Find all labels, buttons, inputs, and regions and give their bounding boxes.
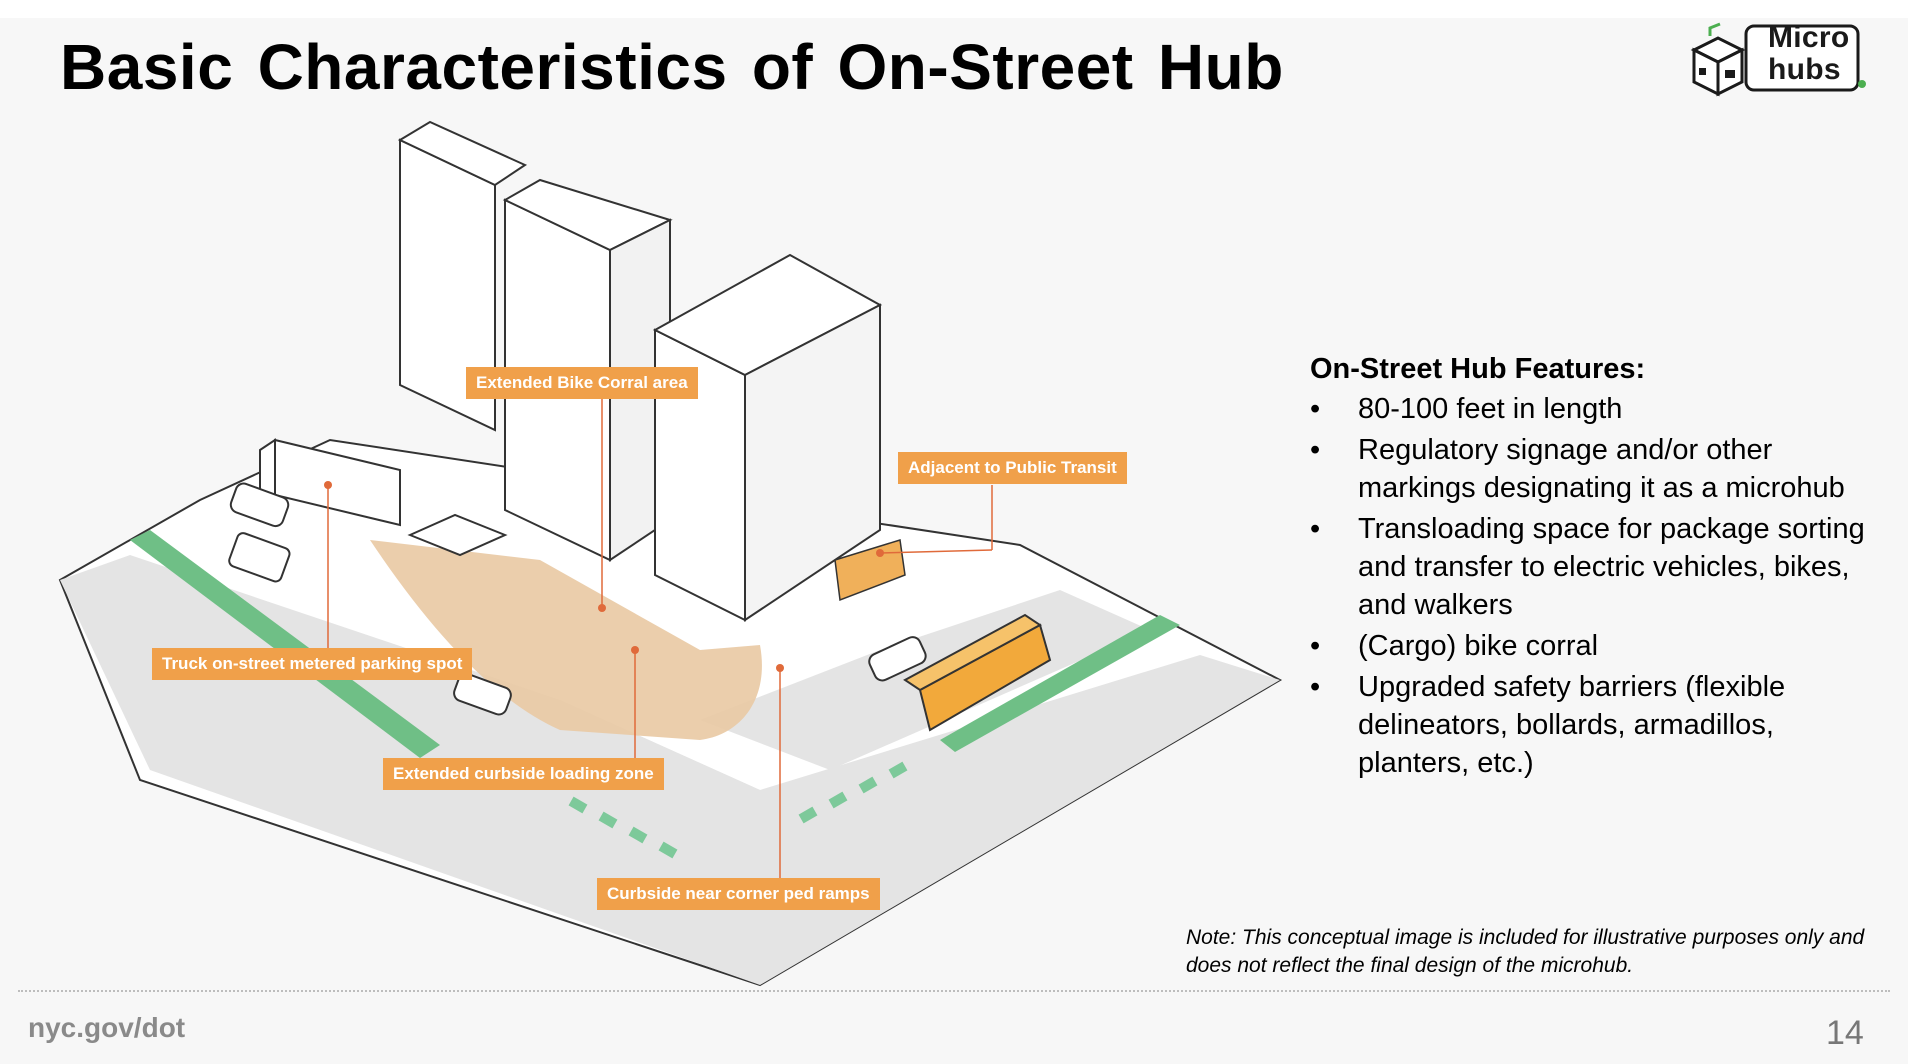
bullet: • <box>1310 671 1321 703</box>
feature-text: Upgraded safety barriers (flexible delin… <box>1358 671 1786 779</box>
feature-text: Regulatory signage and/or other markings… <box>1358 434 1845 504</box>
features-panel: On-Street Hub Features: • 80-100 feet in … <box>1310 350 1870 785</box>
truck <box>259 438 401 527</box>
callout-public-transit: Adjacent to Public Transit <box>898 452 1127 484</box>
street-hub-illustration <box>58 120 1283 987</box>
bike-lane-right <box>940 615 1180 752</box>
bus-shelter <box>834 539 906 602</box>
bullet: • <box>1310 434 1321 466</box>
feature-text: 80-100 feet in length <box>1358 393 1623 425</box>
feature-text: Transloading space for package sorting a… <box>1358 513 1865 621</box>
page-number: 14 <box>1826 1014 1864 1052</box>
list-item: • 80-100 feet in length <box>1310 390 1870 428</box>
bike-lane-left <box>130 530 440 758</box>
leader-lines <box>327 395 993 880</box>
list-item: • (Cargo) bike corral <box>1310 627 1870 665</box>
top-bar <box>0 0 1908 18</box>
callout-bike-corral: Extended Bike Corral area <box>466 367 698 399</box>
bus <box>903 613 1052 732</box>
bullet: • <box>1310 630 1321 662</box>
bullet: • <box>1310 393 1321 425</box>
leader-dots <box>324 481 884 672</box>
features-heading: On-Street Hub Features: <box>1310 353 1646 385</box>
features-list: • 80-100 feet in length • Regulatory signa… <box>1310 390 1870 782</box>
callout-loading-zone: Extended curbside loading zone <box>383 758 664 790</box>
list-item: • Transloading space for package sorting … <box>1310 510 1870 624</box>
callout-ped-ramps: Curbside near corner ped ramps <box>597 878 880 910</box>
crosswalk-green <box>568 761 908 859</box>
callout-truck-parking: Truck on-street metered parking spot <box>152 648 473 680</box>
disclaimer-note: Note: This conceptual image is included … <box>1186 926 1865 977</box>
cars <box>228 482 927 716</box>
footer-url[interactable]: nyc.gov/dot <box>28 1012 186 1043</box>
bullet: • <box>1310 513 1321 545</box>
page-title: Basic Characteristics of On-Street Hub <box>60 31 1284 103</box>
microhubs-logo-icon <box>1690 22 1866 97</box>
list-item: • Upgraded safety barriers (flexible deli… <box>1310 668 1870 782</box>
logo-line-2: hubs <box>1768 53 1841 86</box>
list-item: • Regulatory signage and/or other marking… <box>1310 431 1870 507</box>
footer-divider <box>18 990 1890 992</box>
logo-line-1: Micro <box>1768 21 1850 54</box>
hub-tent <box>407 513 508 557</box>
logo-text: Micro hubs <box>1768 22 1850 86</box>
hub-area <box>370 540 762 740</box>
feature-text: (Cargo) bike corral <box>1358 630 1599 662</box>
